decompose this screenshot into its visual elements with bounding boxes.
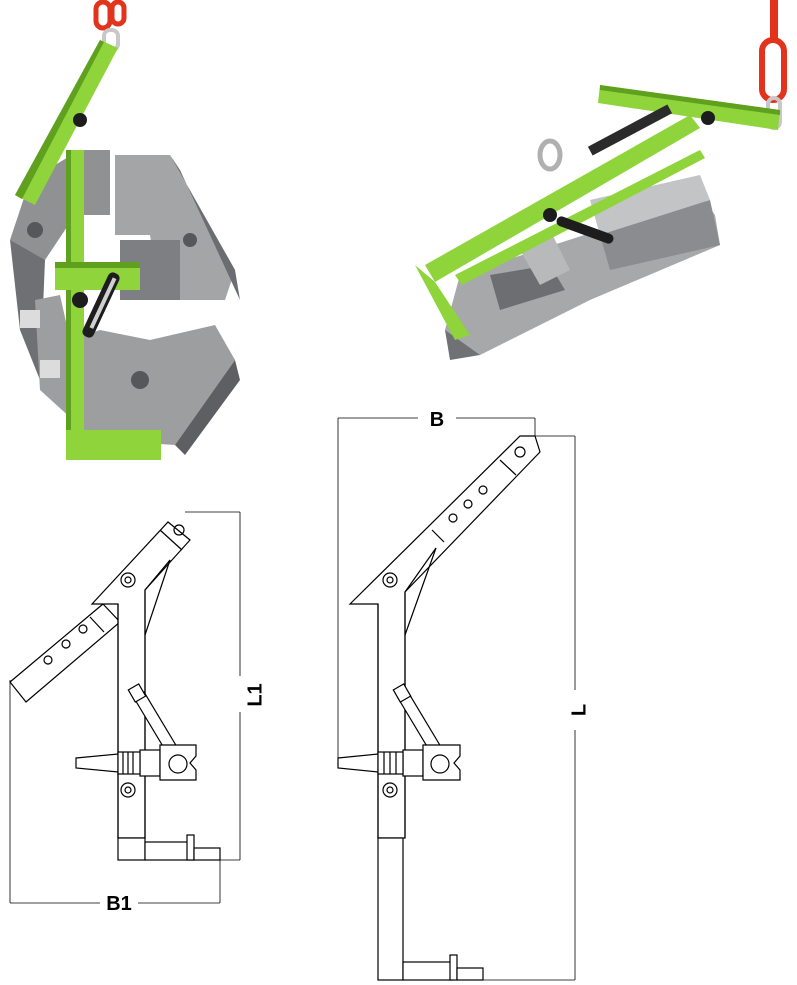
dimension-drawings: L1 B1 (9, 409, 590, 981)
dimension-label-l: L (568, 704, 590, 716)
fixture-photo-angled (415, 0, 787, 360)
knob-icon (120, 782, 136, 798)
steel-jaws (445, 138, 720, 360)
green-frame (415, 85, 780, 340)
drawing-extended: B L (337, 409, 590, 981)
knob-icon (382, 782, 398, 798)
drawing-compact: L1 B1 (9, 511, 266, 915)
fixture-photo-vertical (10, 0, 240, 460)
dimension-label-l1: L1 (244, 683, 266, 706)
knob-icon (120, 572, 136, 588)
green-frame (15, 40, 161, 460)
knob-icon (382, 572, 398, 588)
dimension-label-b1: B1 (106, 893, 132, 915)
dimension-label-b: B (430, 409, 444, 431)
